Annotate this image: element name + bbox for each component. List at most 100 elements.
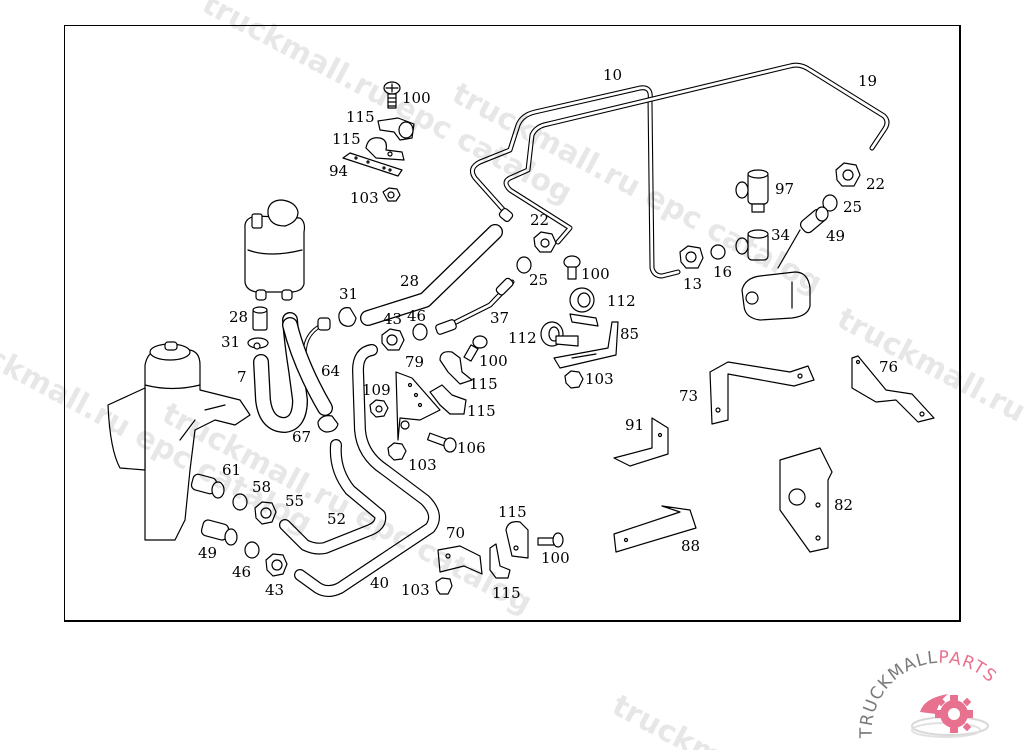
sleeve-25-mid[interactable]: [516, 256, 532, 274]
union-nut-13[interactable]: [679, 245, 704, 269]
callout-115-top-a[interactable]: 115: [346, 108, 375, 126]
clamp-112-upper[interactable]: [569, 287, 599, 327]
callout-16[interactable]: 16: [713, 263, 732, 281]
callout-103-right[interactable]: 103: [585, 370, 614, 388]
callout-43-mid[interactable]: 43: [383, 310, 402, 328]
callout-100-bottom[interactable]: 100: [541, 549, 570, 567]
callout-94[interactable]: 94: [329, 162, 348, 180]
adapter-49-left[interactable]: [200, 519, 238, 546]
clamp-115-lower[interactable]: [365, 137, 405, 161]
callout-91[interactable]: 91: [625, 416, 644, 434]
bracket-73[interactable]: [709, 361, 815, 425]
callout-7[interactable]: 7: [237, 368, 247, 386]
union-nut-43-left[interactable]: [265, 553, 288, 577]
callout-25-right[interactable]: 25: [843, 198, 862, 216]
bracket-76[interactable]: [851, 355, 935, 423]
callout-22-mid[interactable]: 22: [530, 211, 549, 229]
callout-61[interactable]: 61: [222, 461, 241, 479]
union-nut-22-mid[interactable]: [533, 231, 557, 253]
callout-115-bottom-b[interactable]: 115: [492, 584, 521, 602]
nut-109[interactable]: [369, 399, 389, 418]
callout-103-mid[interactable]: 103: [408, 456, 437, 474]
callout-100-right[interactable]: 100: [581, 265, 610, 283]
callout-64[interactable]: 64: [321, 362, 340, 380]
screw-100-right[interactable]: [563, 255, 581, 280]
adapter-49-right[interactable]: [799, 206, 829, 235]
plate-79[interactable]: [395, 371, 441, 441]
callout-103-top[interactable]: 103: [350, 189, 379, 207]
bracket-70[interactable]: [437, 545, 483, 575]
clamp-31-mid[interactable]: [338, 307, 357, 327]
clamp-67[interactable]: [317, 415, 339, 433]
screw-100-bottom[interactable]: [537, 532, 564, 548]
clamp-112-lower[interactable]: [540, 321, 579, 347]
bracket-85[interactable]: [553, 321, 619, 369]
callout-40[interactable]: 40: [370, 574, 389, 592]
callout-112-upper[interactable]: 112: [607, 292, 636, 310]
callout-46-mid[interactable]: 46: [407, 307, 426, 325]
clamp-115-mid-upper[interactable]: [439, 351, 473, 385]
screw-100-mid[interactable]: [463, 335, 488, 362]
sleeve-25-right[interactable]: [822, 194, 838, 212]
callout-34[interactable]: 34: [771, 226, 790, 244]
steering-gear[interactable]: [107, 341, 251, 541]
callout-70[interactable]: 70: [446, 524, 465, 542]
callout-49-right[interactable]: 49: [826, 227, 845, 245]
tee-97[interactable]: [735, 169, 769, 213]
line-40[interactable]: [294, 344, 440, 597]
callout-67[interactable]: 67: [292, 428, 311, 446]
callout-10[interactable]: 10: [603, 66, 622, 84]
sleeve-46-left[interactable]: [244, 541, 260, 559]
adapter-61[interactable]: [190, 473, 225, 499]
callout-76[interactable]: 76: [879, 358, 898, 376]
callout-52[interactable]: 52: [327, 510, 346, 528]
callout-100-mid[interactable]: 100: [479, 352, 508, 370]
screw-100-top[interactable]: [383, 81, 401, 109]
callout-112-lower[interactable]: 112: [508, 329, 537, 347]
bracket-82[interactable]: [779, 447, 833, 553]
pipe-10[interactable]: [469, 85, 681, 279]
callout-58[interactable]: 58: [252, 478, 271, 496]
clamp-115-bottom-right[interactable]: [505, 521, 529, 559]
callout-103-bottom[interactable]: 103: [401, 581, 430, 599]
nut-103-right[interactable]: [564, 370, 584, 389]
callout-22-right[interactable]: 22: [866, 175, 885, 193]
nut-103-bottom[interactable]: [435, 577, 453, 595]
callout-37[interactable]: 37: [490, 309, 509, 327]
callout-100-top[interactable]: 100: [402, 89, 431, 107]
callout-115-mid-a[interactable]: 115: [469, 375, 498, 393]
callout-31-mid[interactable]: 31: [339, 285, 358, 303]
tee-34[interactable]: [735, 229, 769, 261]
clamp-115-upper[interactable]: [377, 117, 415, 141]
callout-31-left[interactable]: 31: [221, 333, 240, 351]
nut-103-mid[interactable]: [387, 442, 407, 461]
truckmallparts-logo[interactable]: TRUCKMALLPARTS: [850, 648, 1024, 750]
callout-85[interactable]: 85: [620, 325, 639, 343]
bolt-106[interactable]: [426, 432, 457, 453]
sleeve-16[interactable]: [710, 244, 726, 260]
bracket-91[interactable]: [613, 417, 669, 467]
callout-28-long[interactable]: 28: [400, 272, 419, 290]
hose-28-short[interactable]: [252, 306, 268, 331]
line-52[interactable]: [279, 439, 387, 555]
pump-body[interactable]: [741, 271, 811, 321]
union-nut-55[interactable]: [254, 501, 277, 525]
pipe-19[interactable]: [503, 62, 890, 245]
plate-94[interactable]: [342, 152, 403, 177]
sleeve-58[interactable]: [232, 493, 248, 511]
callout-115-mid-b[interactable]: 115: [467, 402, 496, 420]
nut-103-top[interactable]: [382, 187, 401, 202]
callout-13[interactable]: 13: [683, 275, 702, 293]
callout-49-left[interactable]: 49: [198, 544, 217, 562]
reservoir-tank[interactable]: [244, 199, 306, 301]
callout-28-short[interactable]: 28: [229, 308, 248, 326]
callout-19[interactable]: 19: [858, 72, 877, 90]
callout-88[interactable]: 88: [681, 537, 700, 555]
callout-106[interactable]: 106: [457, 439, 486, 457]
sleeve-46-mid[interactable]: [412, 323, 428, 341]
callout-25-mid[interactable]: 25: [529, 271, 548, 289]
union-nut-22-right[interactable]: [835, 162, 861, 187]
line-37[interactable]: [435, 277, 515, 335]
callout-79[interactable]: 79: [405, 353, 424, 371]
union-nut-43-mid[interactable]: [381, 328, 405, 351]
